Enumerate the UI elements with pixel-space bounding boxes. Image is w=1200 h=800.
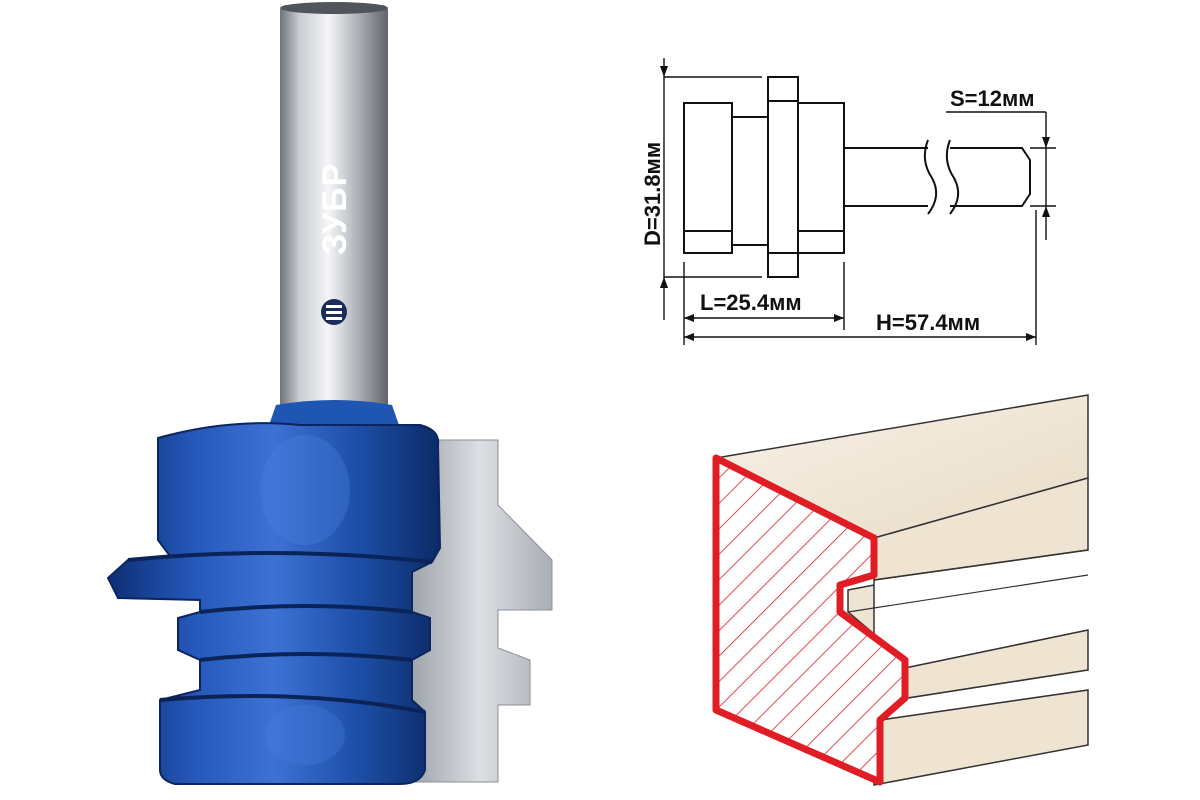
drawing-neck bbox=[731, 116, 769, 246]
brand-label: ЗУБР bbox=[316, 163, 354, 255]
brand-lettering: ЗУБР bbox=[316, 163, 354, 255]
brand-logo-icon bbox=[321, 299, 347, 325]
collar bbox=[268, 400, 400, 428]
drawing-cutter-lower bbox=[683, 230, 733, 254]
wood-edge-line-5 bbox=[879, 689, 1089, 721]
drawing-shank bbox=[844, 147, 1031, 207]
lower-groove bbox=[199, 652, 413, 662]
technical-drawing bbox=[660, 58, 1056, 345]
drawing-break-mark bbox=[923, 139, 960, 215]
mid-groove bbox=[199, 604, 413, 614]
wood-profile bbox=[712, 394, 1089, 786]
shank-diameter-label: S=12мм bbox=[950, 86, 1035, 111]
dimension-lines bbox=[660, 58, 1056, 345]
wood-edge-line-3 bbox=[904, 629, 1089, 669]
shank-top bbox=[280, 2, 388, 14]
drawing-body-right bbox=[797, 102, 845, 254]
drawing-cutter-upper bbox=[683, 102, 733, 232]
router-bit: ЗУБР bbox=[106, 2, 553, 785]
drawing-flange bbox=[767, 76, 799, 278]
shank bbox=[280, 5, 388, 410]
bottom-ridge bbox=[159, 694, 426, 714]
cutting-length-label: L=25.4мм bbox=[700, 290, 802, 315]
profile-cross-section bbox=[712, 454, 909, 786]
body-highlight-2 bbox=[265, 705, 345, 765]
wood-edge-line-4 bbox=[894, 669, 1089, 701]
wood-edge-line-2 bbox=[847, 574, 1089, 613]
carbide-blade bbox=[407, 439, 553, 783]
wood-edge-line-1 bbox=[873, 549, 1089, 581]
body-highlight bbox=[260, 435, 350, 545]
upper-ridge bbox=[127, 550, 433, 564]
diameter-label: D=31.8мм bbox=[640, 142, 665, 246]
total-height-label: H=57.4мм bbox=[876, 310, 980, 335]
